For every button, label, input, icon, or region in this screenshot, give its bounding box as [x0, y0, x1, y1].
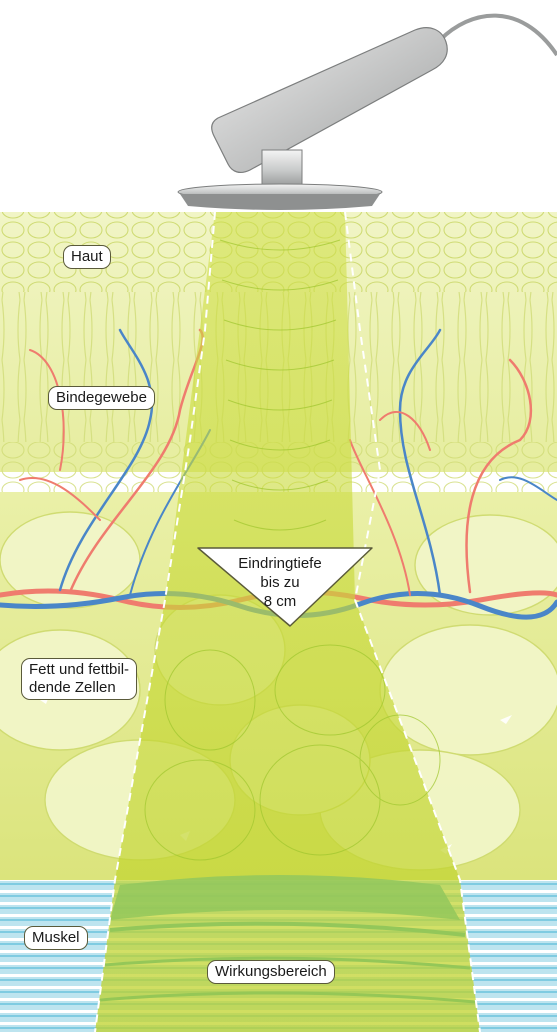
depth-callout-text: Eindringtiefe bis zu 8 cm: [196, 554, 364, 611]
ultrasound-device: [178, 16, 557, 210]
label-fat-cells-line2: dende Zellen: [29, 679, 129, 697]
label-muscle: Muskel: [24, 926, 88, 950]
label-effect-zone: Wirkungsbereich: [207, 960, 335, 984]
depth-line3: 8 cm: [196, 592, 364, 611]
depth-line1: Eindringtiefe: [196, 554, 364, 573]
label-fat-cells: Fett und fettbil- dende Zellen: [21, 658, 137, 700]
device-handle: [212, 28, 448, 173]
label-fat-cells-line1: Fett und fettbil-: [29, 661, 129, 679]
depth-line2: bis zu: [196, 573, 364, 592]
label-connective-tissue: Bindegewebe: [48, 386, 155, 410]
device-cable: [440, 16, 557, 55]
label-skin: Haut: [63, 245, 111, 269]
